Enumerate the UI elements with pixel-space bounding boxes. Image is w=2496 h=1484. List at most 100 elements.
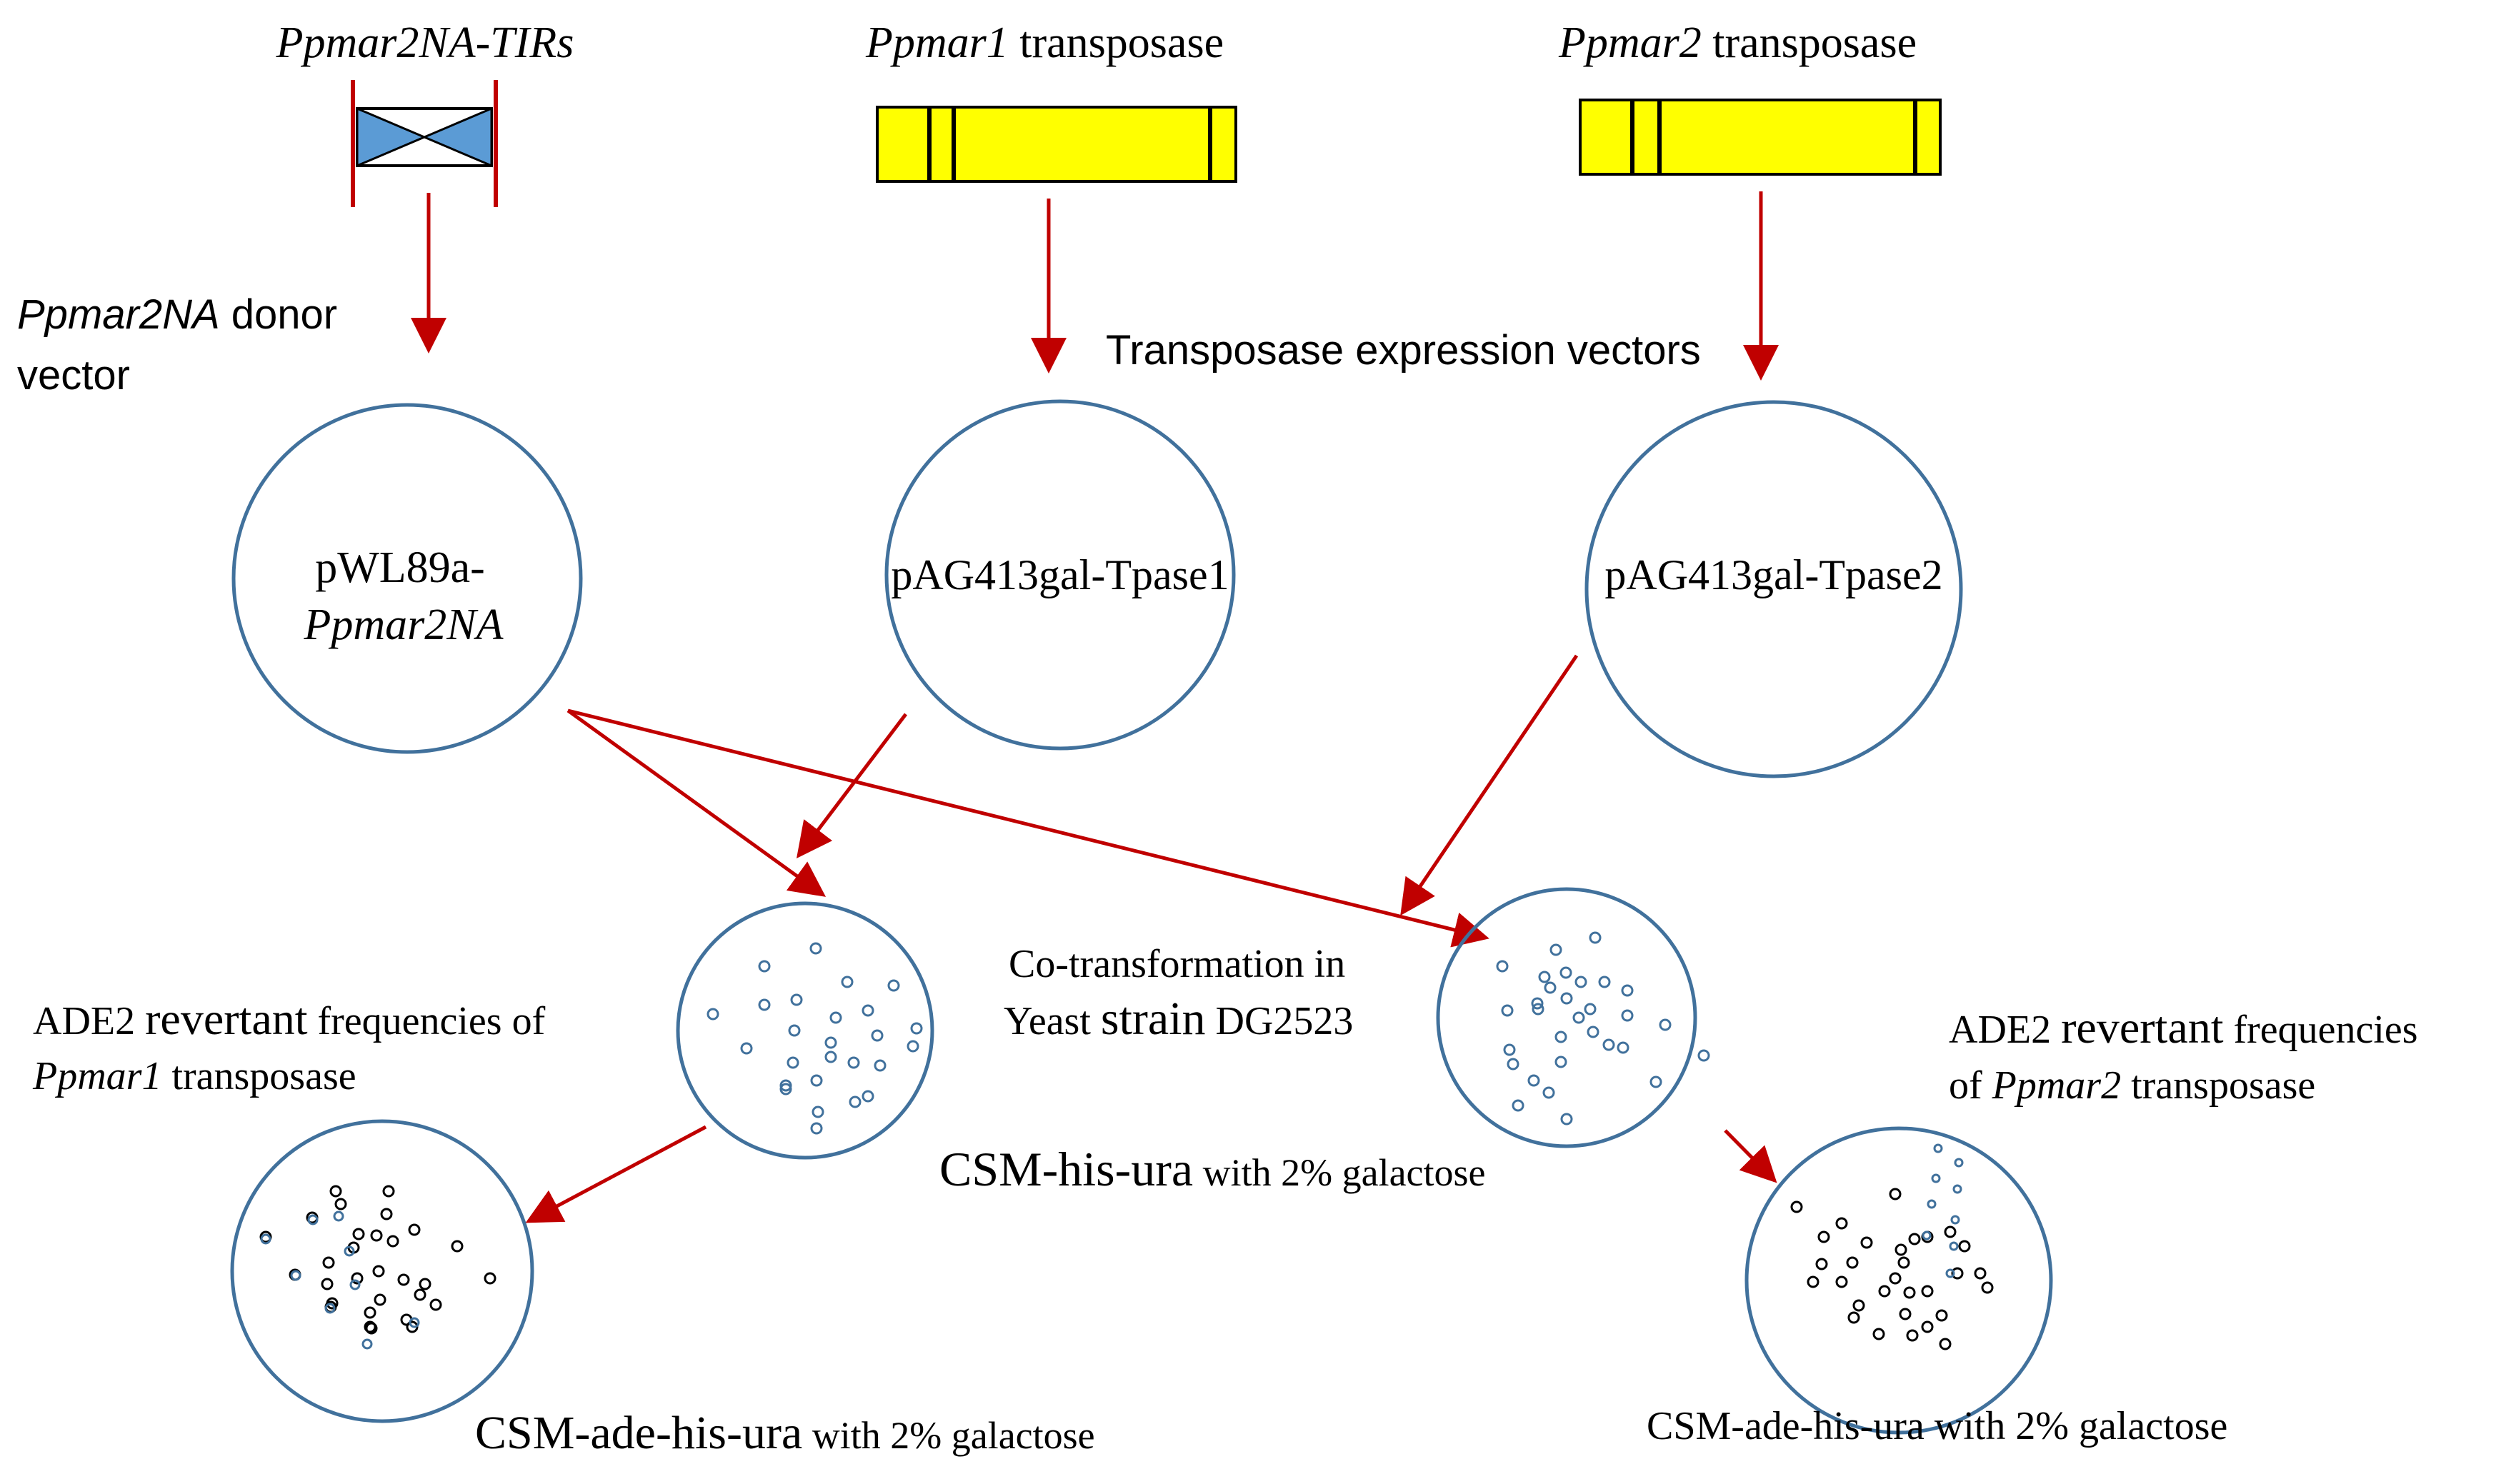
plasmid-donor-label-line2: Ppmar2NA — [304, 601, 504, 649]
colony-dot — [364, 1306, 376, 1319]
colony-dot — [1507, 1058, 1519, 1071]
colony-dot — [1560, 1113, 1573, 1125]
colony-dot — [1933, 1143, 1943, 1153]
colony-dot — [1899, 1308, 1912, 1320]
colony-dot — [1944, 1225, 1957, 1238]
plate-cotransform-1-colonies — [707, 942, 923, 1135]
ade2-right-label: ADE2 revertant frequencies — [1949, 1002, 2418, 1053]
colony-dot — [1952, 1184, 1962, 1194]
colony-dot — [1922, 1230, 1932, 1240]
colony-dot — [1945, 1268, 1955, 1278]
colony-dot — [324, 1303, 336, 1314]
ade2-left-label: ADE2 revertant frequencies of — [33, 993, 546, 1044]
colony-dot — [1949, 1241, 1959, 1251]
colony-dot — [408, 1223, 421, 1236]
colony-dot — [1584, 1003, 1597, 1016]
colony-dot — [372, 1265, 385, 1278]
colony-dot — [1931, 1173, 1941, 1183]
colony-dot — [380, 1208, 393, 1220]
colony-dot — [307, 1214, 319, 1225]
colony-dot — [812, 1106, 824, 1118]
colony-dot — [790, 993, 803, 1006]
colony-dot — [779, 1079, 792, 1092]
colony-dot — [374, 1293, 386, 1306]
colony-dot — [1889, 1188, 1902, 1200]
plate-selection-2 — [1744, 1126, 2053, 1435]
plate-selection-1 — [230, 1119, 534, 1423]
colony-dot — [365, 1322, 378, 1335]
colony-dot — [1559, 966, 1572, 979]
colony-dot — [1878, 1285, 1891, 1298]
colony-dot — [1852, 1299, 1865, 1312]
colony-dot — [409, 1317, 420, 1328]
colony-dot — [1572, 1011, 1585, 1024]
colony-dot — [386, 1235, 399, 1248]
plate-cotransform-2-colonies — [1496, 931, 1710, 1125]
colony-dot — [1903, 1286, 1916, 1299]
colony-dot — [740, 1042, 753, 1055]
colony-dot — [1549, 943, 1562, 956]
colony-dot — [874, 1059, 887, 1072]
colony-dot — [259, 1230, 272, 1243]
ppmar2-gene-label: Ppmar2 transposase — [1558, 19, 1917, 67]
colony-dot — [344, 1245, 355, 1257]
colony-dot — [1621, 1009, 1634, 1022]
colony-dot — [1847, 1311, 1860, 1324]
plasmid-tpase2 — [1584, 400, 1963, 778]
colony-dot — [1503, 1043, 1516, 1056]
colony-dot — [333, 1210, 344, 1222]
colony-dot — [1921, 1320, 1934, 1333]
colony-dot — [1958, 1240, 1971, 1253]
colony-dot — [1598, 976, 1611, 988]
plate-cotransform-1 — [676, 901, 934, 1160]
colony-dot — [788, 1024, 801, 1037]
colony-dot — [1835, 1275, 1848, 1288]
tirs-label: Ppmar2NA-TIRs — [276, 19, 574, 67]
colony-dot — [1512, 1099, 1524, 1112]
colony-dot — [829, 1011, 842, 1024]
colony-dot — [326, 1297, 339, 1310]
colony-dot — [419, 1278, 431, 1290]
donor-vector-label-line2: vector — [17, 352, 130, 398]
colony-dot — [451, 1240, 464, 1253]
colony-dot — [1589, 931, 1602, 944]
colony-dot — [1872, 1328, 1885, 1340]
colony-dot — [370, 1229, 383, 1242]
colony-dot — [849, 1096, 862, 1108]
colony-dot — [758, 960, 771, 973]
colony-dot — [290, 1270, 301, 1281]
plasmid-tpase2-label: pAG413gal-Tpase2 — [1604, 551, 1942, 598]
tir-construct-icon — [351, 80, 498, 207]
colony-dot — [779, 1083, 792, 1096]
colony-dot — [1921, 1285, 1934, 1298]
plate-selection-1-colonies — [259, 1185, 496, 1350]
colony-dot — [484, 1272, 496, 1285]
colony-dot — [824, 1051, 837, 1063]
colony-dot — [1697, 1049, 1710, 1062]
colony-dot — [1815, 1258, 1828, 1270]
colony-dot — [364, 1320, 376, 1333]
colony-dot — [382, 1185, 395, 1198]
colony-dot — [1574, 976, 1587, 988]
colony-dot — [397, 1273, 410, 1286]
plate-selection-2-colonies — [1790, 1143, 1994, 1350]
colony-dot — [1560, 992, 1573, 1005]
colony-dot — [1860, 1236, 1873, 1249]
cotransformation-label-line2: Yeast strain DG2523 — [1004, 993, 1353, 1045]
colony-dot — [1532, 1003, 1544, 1016]
colony-dot — [1587, 1026, 1599, 1038]
colony-dot — [1835, 1217, 1848, 1230]
colony-dot — [1544, 981, 1557, 994]
colony-dot — [1954, 1158, 1964, 1168]
expression-vectors-label: Transposase expression vectors — [1106, 327, 1701, 373]
colony-dot — [1895, 1243, 1907, 1256]
arrow-donor-to-plate1 — [566, 708, 827, 897]
colony-dot — [887, 979, 900, 992]
ade2-left-label-line2: Ppmar1 transposase — [32, 1054, 356, 1098]
colony-dot — [1659, 1018, 1672, 1031]
colony-dot — [847, 1056, 860, 1069]
colony-dot — [862, 1090, 874, 1103]
colony-dot — [1908, 1233, 1921, 1245]
